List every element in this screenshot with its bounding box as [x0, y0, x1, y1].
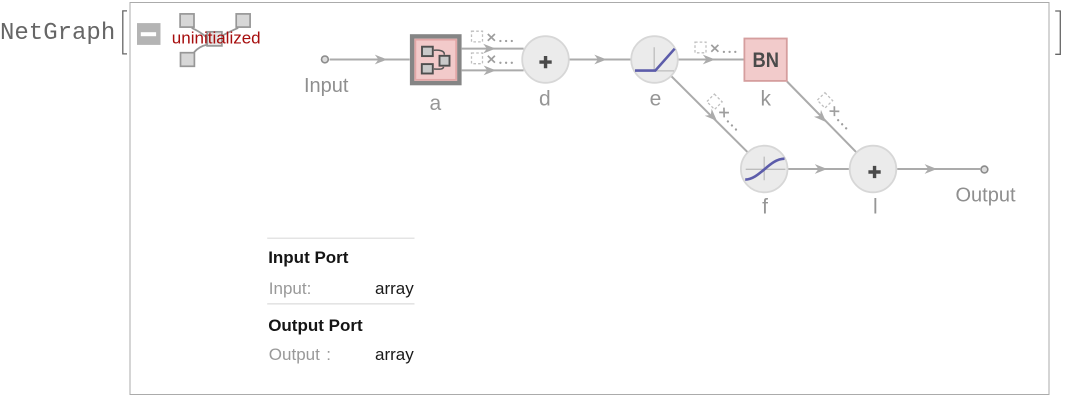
svg-text:d: d [539, 88, 551, 111]
svg-text:array: array [375, 345, 414, 364]
svg-text:Output: Output [269, 345, 320, 364]
svg-text:k: k [760, 88, 771, 111]
svg-text::: : [326, 345, 331, 364]
svg-text:Output: Output [955, 185, 1015, 207]
svg-text::: : [307, 279, 312, 298]
svg-text:a: a [430, 92, 442, 115]
svg-text:Output Port: Output Port [268, 316, 363, 335]
svg-text:l: l [873, 196, 878, 219]
svg-text:uninitialized: uninitialized [172, 29, 261, 48]
svg-text:f: f [762, 196, 768, 219]
svg-text:Input Port: Input Port [268, 248, 349, 267]
svg-text:array: array [375, 279, 414, 298]
svg-text:NetGraph: NetGraph [0, 20, 115, 47]
svg-text:BN: BN [753, 49, 780, 72]
svg-text:e: e [650, 88, 662, 111]
svg-text:Input: Input [304, 75, 349, 97]
svg-text:Input: Input [269, 279, 307, 298]
